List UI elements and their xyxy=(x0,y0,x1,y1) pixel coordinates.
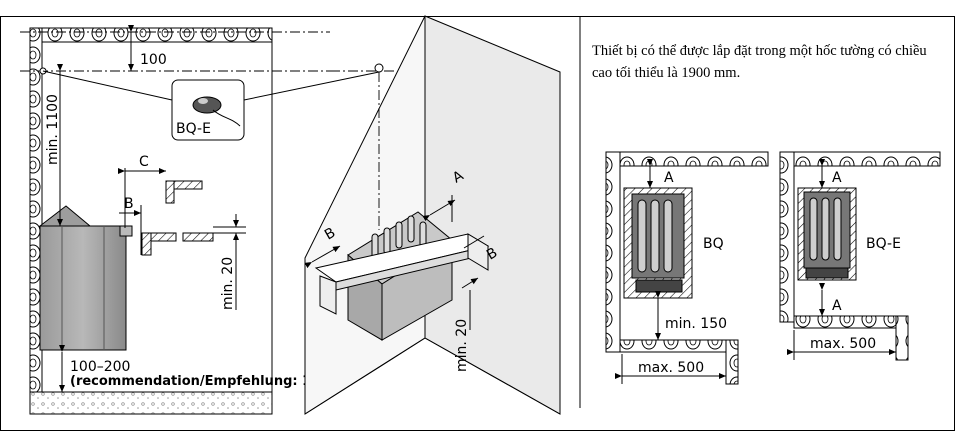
label-bqe-callout: BQ-E xyxy=(176,121,211,137)
installation-note: Thiết bị có thể được lắp đặt trong một h… xyxy=(592,43,927,81)
bqe-view xyxy=(779,151,941,361)
label-a-bqe-top: A xyxy=(832,170,842,186)
side-view xyxy=(20,25,330,415)
label-max-500-bq: max. 500 xyxy=(638,360,704,376)
bq-view xyxy=(605,151,769,385)
label-recommendation: (recommendation/Empfehlung: 100) xyxy=(70,374,335,389)
label-bq: BQ xyxy=(703,236,724,252)
label-min-20-side: min. 20 xyxy=(220,257,236,310)
label-max-500-bqe: max. 500 xyxy=(810,336,876,352)
label-a-bqe-bottom: A xyxy=(832,298,842,314)
label-min-20-3d: min. 20 xyxy=(454,319,470,372)
label-c: C xyxy=(139,154,149,170)
corner-3d-view xyxy=(243,15,561,415)
label-a-bq: A xyxy=(664,170,674,186)
label-bqe: BQ-E xyxy=(866,236,901,252)
label-min-150: min. 150 xyxy=(665,316,727,332)
label-min-1100: min. 1100 xyxy=(45,94,61,165)
label-100: 100 xyxy=(140,52,167,68)
label-range: 100–200 xyxy=(70,359,130,375)
label-b-side: B xyxy=(124,196,134,212)
heater-side xyxy=(39,225,127,351)
